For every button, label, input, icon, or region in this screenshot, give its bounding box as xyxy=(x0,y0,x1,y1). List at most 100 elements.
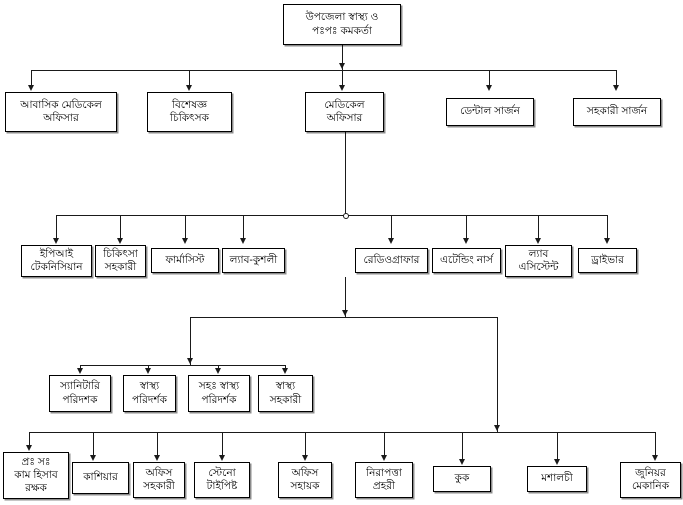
arrow-l2-5 xyxy=(612,85,619,91)
node-cook: কুক xyxy=(433,466,491,492)
node-sanitary-inspector-line-2: পরিদশক xyxy=(62,393,98,406)
node-office-helper: অফিস সহায়ক xyxy=(278,462,332,498)
node-accountant-line-2: কাম হিসাব xyxy=(14,468,58,481)
connector-l4-bus xyxy=(80,365,285,366)
connector-l4-stem xyxy=(345,277,346,317)
connector-l5-drop-9 xyxy=(655,432,656,456)
node-pharmacist-line-1: ফার্মাসিস্ট xyxy=(165,253,205,266)
node-medical-assistant-line-2: সহকারী xyxy=(104,261,137,273)
node-attending-nurse: এটেন্ডিং নার্স xyxy=(432,248,501,273)
node-office-helper-line-1: অফিস xyxy=(291,466,319,479)
node-junior-mechanic: জুনিয়র মেকানিক xyxy=(620,462,681,498)
connector-l3-drop-8 xyxy=(607,215,608,239)
arrow-l5-7 xyxy=(458,459,465,465)
node-sanitary-inspector-line-1: স্যানিটারি xyxy=(60,380,100,393)
node-rmo-line-1: আবাসিক মেডিকেল xyxy=(20,98,102,111)
arrow-l3-5 xyxy=(387,238,394,244)
connector-l3-drop-1 xyxy=(56,215,57,239)
node-medical-assistant: চিকিৎসা সহকারী xyxy=(95,245,146,277)
node-uhfpo-line-1: উপজেলা স্বাস্থ্য ও xyxy=(305,11,379,24)
arrow-l5-9 xyxy=(651,455,658,461)
node-accountant-line-3: রক্ষক xyxy=(25,482,47,495)
node-office-helper-line-2: সহায়ক xyxy=(290,480,320,492)
node-driver: ড্রাইভার xyxy=(578,248,637,273)
node-lab-assistant: ল্যাব এসিস্টেন্ট xyxy=(505,245,572,277)
arrow-l2-2 xyxy=(185,85,192,91)
node-health-assistant-line-1: স্বাস্থ্য xyxy=(275,380,296,393)
node-epi-technician-line-2: টেকনিসিয়ান xyxy=(30,261,83,273)
connector-l4-wide-bus xyxy=(190,317,497,318)
node-security-guard-line-1: নিরাপত্তা xyxy=(366,466,402,479)
arrow-l4-stem xyxy=(341,310,348,316)
node-masalchi: মশালচী xyxy=(527,466,587,492)
node-lab-assistant-line-2: এসিস্টেন্ট xyxy=(518,261,559,273)
arrow-l4-left-leg xyxy=(186,358,193,364)
arrow-l2-1 xyxy=(27,85,34,91)
arrow-l1-to-bus xyxy=(338,63,345,69)
arrow-l5-8 xyxy=(553,459,560,465)
node-lab-assistant-line-1: ল্যাব xyxy=(528,247,549,260)
node-uhfpo: উপজেলা স্বাস্থ্য ও পঃপঃ কমকর্তা xyxy=(283,4,401,45)
connector-l5-drop-6 xyxy=(384,432,385,456)
node-steno-typist-line-1: স্টেনো xyxy=(208,466,236,479)
node-accountant-line-1: প্রঃ সঃ xyxy=(21,455,51,468)
arrow-l5-4 xyxy=(218,455,225,461)
node-health-assistant-line-2: সহকারী xyxy=(269,393,302,406)
arrow-l3-3 xyxy=(181,238,188,244)
arrow-l2-4 xyxy=(485,85,492,91)
node-asst-health-inspector: সহঃ স্বাস্থ্য পরিদর্শক xyxy=(188,375,250,412)
connector-l5-drop-2 xyxy=(93,432,94,456)
connector-l3-drop-5 xyxy=(391,215,392,239)
arrow-l4-4 xyxy=(281,368,288,374)
connector-l5-drop-3 xyxy=(157,432,158,456)
node-mo: মেডিকেল অফিসার xyxy=(305,92,384,132)
node-health-inspector: স্বাস্থ্য পরিদর্শক xyxy=(123,375,176,412)
connector-l2-drop-2 xyxy=(189,70,190,86)
node-rmo-line-2: অফিসার xyxy=(43,112,79,124)
node-asst-health-inspector-line-1: সহঃ স্বাস্থ্য xyxy=(198,380,240,393)
node-lab-kushali: ল্যাব-কুশলী xyxy=(222,248,285,273)
connector-l4-drop-4 xyxy=(285,365,286,369)
node-specialist-line-2: চিকিৎসক xyxy=(170,112,209,124)
connector-l1-stem xyxy=(342,45,343,70)
node-rmo: আবাসিক মেডিকেল অফিসার xyxy=(5,92,117,132)
connector-l5-drop-5 xyxy=(305,432,306,456)
arrow-l3-6 xyxy=(462,238,469,244)
connector-mo-stem xyxy=(345,132,346,215)
node-sanitary-inspector: স্যানিটারি পরিদশক xyxy=(49,375,111,412)
connector-l3-drop-2 xyxy=(120,215,121,239)
node-junior-mechanic-line-1: জুনিয়র xyxy=(635,466,666,479)
node-cook-line-1: কুক xyxy=(454,472,470,485)
arrow-l5-2 xyxy=(89,455,96,461)
connector-l4-left-leg xyxy=(190,317,191,365)
connector-l5-drop-8 xyxy=(557,432,558,460)
connector-l3-drop-7 xyxy=(538,215,539,239)
arrow-l4-3 xyxy=(214,368,221,374)
connector-l4-drop-3 xyxy=(218,365,219,369)
connector-l3-drop-3 xyxy=(185,215,186,239)
arrow-l5-6 xyxy=(380,455,387,461)
node-specialist-line-1: বিশেষজ্ঞ xyxy=(171,98,208,111)
node-medical-assistant-line-1: চিকিৎসা xyxy=(103,247,138,260)
node-assistant-surgeon-line-1: সহকারী সার্জন xyxy=(586,105,648,118)
node-security-guard-line-2: প্রহরী xyxy=(372,480,396,492)
junction-l3-bus xyxy=(343,213,349,219)
node-radiographer-line-1: রেডিওগ্রাফার xyxy=(363,253,420,266)
node-steno-typist-line-2: টাইপিষ্ট xyxy=(206,480,238,492)
node-specialist: বিশেষজ্ঞ চিকিৎসক xyxy=(147,92,232,132)
node-accountant: প্রঃ সঃ কাম হিসাব রক্ষক xyxy=(3,452,69,499)
connector-l3-drop-4 xyxy=(243,215,244,239)
node-mo-line-2: অফিসার xyxy=(326,112,363,124)
node-health-assistant: স্বাস্থ্য সহকারী xyxy=(258,375,313,412)
node-health-inspector-line-2: পরিদর্শক xyxy=(132,393,167,406)
connector-l3-bus xyxy=(56,215,607,216)
node-security-guard: নিরাপত্তা প্রহরী xyxy=(355,462,413,498)
node-office-assistant-line-1: অফিস xyxy=(145,466,173,479)
arrow-l5-5 xyxy=(301,455,308,461)
node-office-assistant-line-2: সহকারী xyxy=(143,480,175,492)
connector-l5-drop-7 xyxy=(462,432,463,460)
arrow-l4-1 xyxy=(76,368,83,374)
connector-l5-drop-4 xyxy=(222,432,223,456)
connector-l2-drop-4 xyxy=(489,70,490,86)
